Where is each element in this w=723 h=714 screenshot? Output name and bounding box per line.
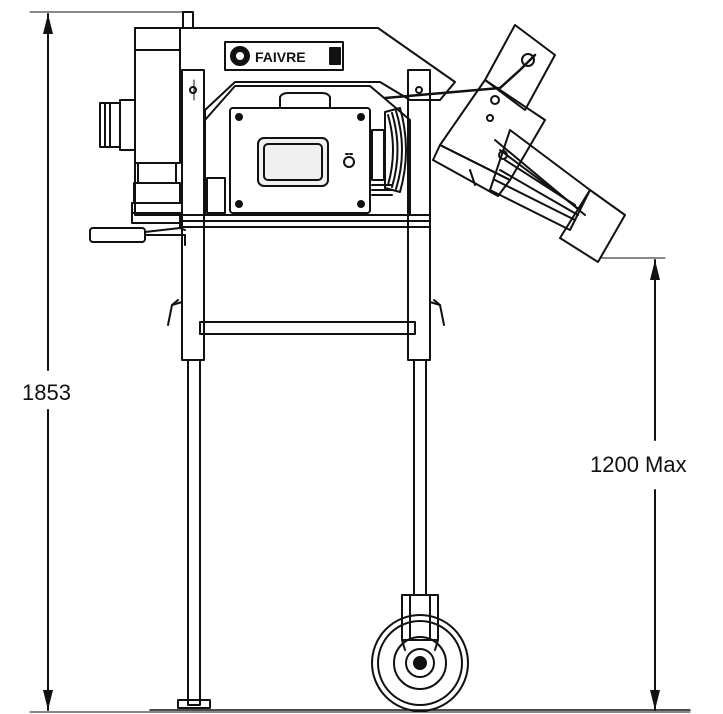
side-handle: [89, 227, 186, 246]
caster-wheel: [371, 594, 469, 712]
discharge-height-label: 1200 Max: [590, 452, 687, 477]
drum-motor: [384, 107, 407, 193]
dimension-discharge-height: [599, 257, 666, 711]
dimension-arrow-top: [43, 14, 53, 34]
clamp-handle-left: [167, 299, 183, 326]
side-box-right: [371, 129, 385, 181]
brand-name: FAIVRE: [255, 49, 306, 65]
brand-logo-plate: [224, 41, 344, 71]
dimension-arrow-bottom: [43, 690, 53, 710]
lower-outlet: [131, 162, 183, 224]
dimension-total-height: [29, 11, 691, 713]
side-box-left: [206, 177, 226, 214]
frame-table: [179, 214, 431, 335]
clamp-handle-right: [429, 299, 445, 326]
dimension-arrow-top: [650, 260, 660, 280]
control-box: [229, 92, 371, 214]
frame-leg-right: [407, 69, 431, 596]
discharge-chute: [383, 24, 626, 263]
side-coupling: [99, 99, 136, 151]
frame-leg-left: [177, 69, 211, 709]
total-height-label: 1853: [22, 380, 71, 405]
dimension-arrow-bottom: [650, 690, 660, 710]
